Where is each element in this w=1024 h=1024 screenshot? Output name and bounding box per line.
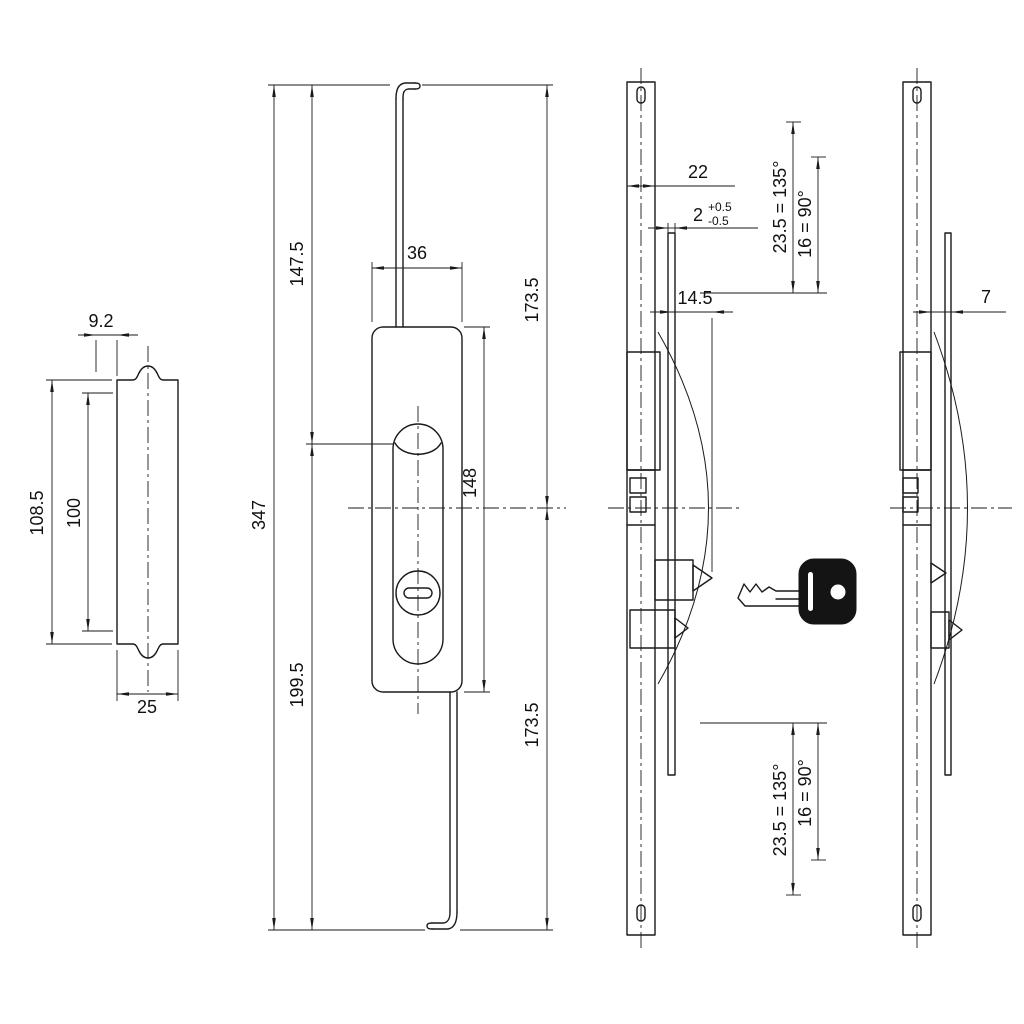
dim-rod-thickness-tol-minus: -0.5 [708, 214, 729, 228]
key-head-slot [808, 572, 813, 611]
dim-outer-height: 108.5 [27, 490, 47, 535]
dim-base-width: 25 [137, 697, 157, 717]
dim-flange-width: 9.2 [88, 311, 113, 331]
dim-upper-travel-135: 23.5 = 135° [770, 161, 790, 254]
dim-inner-height: 100 [64, 498, 84, 528]
handle-swing-arc [657, 331, 709, 685]
dim-rod-thickness: 2 [693, 205, 703, 225]
dim-body-height: 148 [460, 468, 480, 498]
dim-body-width: 36 [407, 243, 427, 263]
locking-rod [667, 232, 676, 776]
dim-lower-travel-135: 23.5 = 135° [770, 764, 790, 857]
dim-upper-half-length: 173.5 [522, 277, 542, 322]
key-blade [737, 583, 801, 607]
profile-outline [116, 365, 179, 659]
key-head [798, 558, 857, 625]
key-ring-hole [830, 584, 846, 600]
dim-upper-travel-90: 16 = 90° [795, 190, 815, 258]
side-section-view: 22 2 +0.5 -0.5 14.5 23.5 = 135° 16 = 90°… [608, 68, 827, 948]
key-illustration [737, 558, 857, 625]
dim-total-length: 347 [249, 500, 269, 530]
dim-rod-offset: 7 [981, 287, 991, 307]
dim-profile-width: 22 [688, 162, 708, 182]
dim-latch-projection: 14.5 [677, 288, 712, 308]
latch-tooth [692, 564, 713, 592]
dim-rod-thickness-tol-plus: +0.5 [708, 200, 732, 214]
dim-lower-half-length: 173.5 [522, 702, 542, 747]
locking-rod-end [944, 232, 952, 776]
lock-body [371, 326, 463, 693]
left-profile-view: 9.2 108.5 100 25 [27, 311, 179, 717]
dim-lower-rod-length: 199.5 [287, 662, 307, 707]
dim-lower-travel-90: 16 = 90° [795, 759, 815, 827]
front-view: 147.5 199.5 347 36 173.5 173.5 148 [249, 82, 566, 931]
end-view: 7 [890, 68, 1012, 948]
dim-upper-rod-length: 147.5 [287, 241, 307, 286]
